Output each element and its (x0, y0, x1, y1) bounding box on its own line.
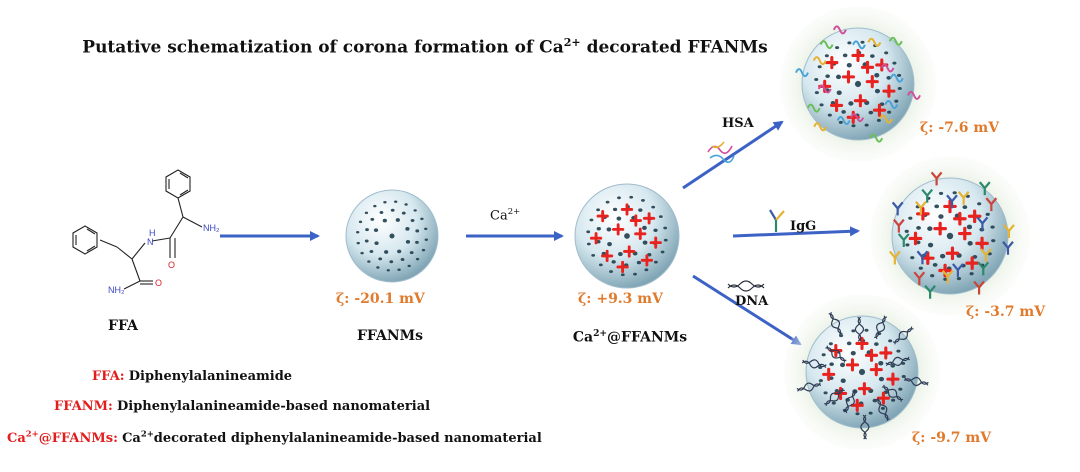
plus-charge-mark (850, 398, 864, 412)
dna-strand-corona (796, 312, 929, 440)
plus-charge-mark (860, 60, 875, 74)
plus-charge-mark (825, 56, 839, 70)
zeta-ffanms: ζ: -20.1 mV (336, 291, 425, 307)
plus-charge-mark (845, 358, 860, 372)
plus-charge-mark (649, 236, 662, 249)
plus-charge-mark (841, 70, 856, 84)
plus-charge-mark (933, 221, 947, 236)
ffa-label: FFA (108, 318, 138, 334)
plus-charge-mark (855, 336, 869, 351)
plus-charge-mark (634, 227, 647, 240)
dna-corona-nanosphere (784, 294, 940, 450)
arrow-to-igg (732, 226, 860, 238)
zeta-ca-ffanms: ζ: +9.3 mV (578, 291, 663, 307)
zeta-igg: ζ: -3.7 mV (966, 304, 1046, 320)
ffa-molecule (72, 169, 203, 290)
phenyl-ring-left (72, 225, 98, 255)
plus-charge-mark (865, 75, 879, 89)
nanosphere-pores (356, 200, 428, 272)
igg-label: IgG (790, 219, 817, 234)
igg-antibody-corona (889, 171, 1015, 299)
plus-charge-mark (975, 236, 989, 251)
plus-charge-mark (882, 84, 896, 98)
zeta-dna: ζ: -9.7 mV (912, 430, 992, 446)
calcium-charge-marks (589, 203, 662, 274)
igg-corona-nanosphere (870, 156, 1030, 316)
legend-item-ffa: FFA: Diphenylalanineamide (92, 369, 293, 384)
igg-antibody-icon (769, 209, 785, 232)
title-text: Putative schematization of corona format… (82, 37, 564, 58)
atom-o2: O (155, 278, 162, 288)
plus-charge-mark (965, 256, 979, 270)
phenyl-ring-top (165, 169, 191, 199)
plus-charge-mark (612, 223, 625, 236)
legend-item-ca-ffanms: Ca2+@FFANMs: Ca2+decorated diphenylalani… (7, 429, 542, 447)
plus-charge-mark (967, 209, 982, 224)
ca-ffanms-label: Ca2+@FFANMs (572, 328, 688, 346)
atom-nh2: NH₂ (203, 223, 220, 233)
plus-charge-mark (851, 48, 865, 63)
ffanms-label: FFANMs (356, 328, 424, 344)
plus-charge-mark (642, 212, 656, 225)
atom-n: N (147, 237, 154, 247)
ca-ffanms-nanosphere (574, 183, 680, 289)
plus-charge-mark (620, 203, 634, 216)
plus-charge-mark (623, 245, 636, 258)
arrow-to-dna (692, 274, 802, 346)
dna-helix-icon (727, 280, 765, 292)
atom-o1: O (168, 260, 175, 270)
ca-reagent-label: Ca2+ (490, 206, 521, 224)
plus-charge-mark (957, 226, 972, 241)
zeta-hsa: ζ: -7.6 mV (920, 120, 1000, 136)
plus-charge-mark (908, 231, 923, 246)
nanosphere-pores (586, 195, 668, 277)
hsa-corona-nanosphere (780, 6, 936, 162)
plus-charge-mark (943, 199, 957, 214)
title-superscript: 2+ (563, 36, 581, 49)
plus-charge-mark (886, 372, 900, 386)
plus-charge-mark (616, 260, 629, 274)
plus-charge-mark (916, 207, 930, 221)
diagram-title: Putative schematization of corona format… (0, 36, 850, 58)
plus-charge-mark (953, 211, 967, 226)
plus-charge-mark (872, 103, 886, 117)
arrow-to-hsa (682, 120, 784, 190)
atom-amide: NH₂ (108, 285, 125, 295)
plus-charge-mark (879, 346, 893, 360)
legend-item-ffanm: FFANM: Diphenylalanineamide-based nanoma… (54, 399, 431, 414)
atom-h: H (149, 228, 156, 238)
plus-charge-mark (869, 363, 883, 377)
hsa-label: HSA (722, 116, 754, 131)
title-text-after: decorated FFANMs (580, 37, 768, 58)
plus-charge-mark (629, 214, 642, 227)
plus-charge-mark (589, 232, 603, 245)
plus-charge-mark (857, 382, 871, 396)
plus-charge-mark (945, 246, 960, 261)
ffanms-nanosphere (345, 189, 439, 283)
plus-charge-mark (822, 367, 836, 381)
dna-label: DNA (735, 294, 769, 309)
plus-charge-mark (596, 210, 609, 223)
plus-charge-mark (921, 251, 935, 265)
hsa-protein-corona (795, 25, 921, 143)
plus-charge-mark (864, 348, 879, 362)
plus-charge-mark (876, 391, 890, 405)
plus-charge-mark (601, 249, 614, 262)
nanosphere-pores (904, 191, 996, 281)
plus-charge-mark (640, 254, 653, 267)
plus-charge-mark (830, 98, 844, 112)
plus-charge-mark (853, 94, 867, 108)
hsa-protein-icon (707, 141, 735, 164)
